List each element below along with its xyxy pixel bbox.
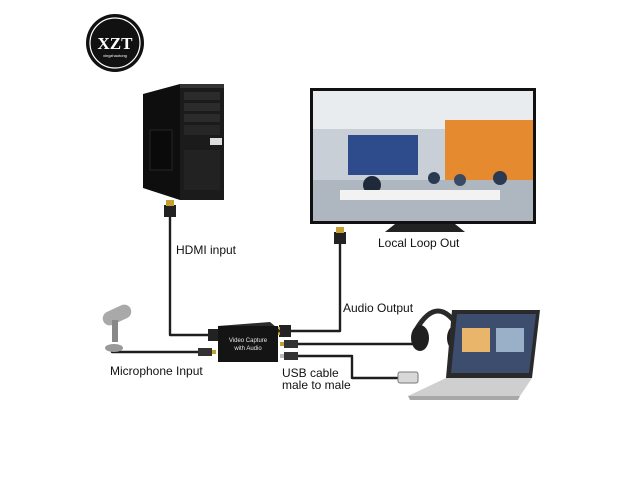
pc-tower: [143, 84, 224, 200]
local-loop-out-label: Local Loop Out: [378, 236, 460, 250]
capture-device: Video Capture with Audio: [218, 322, 282, 362]
usb-cable-label-line1: USB cable: [282, 366, 339, 380]
logo-subtitle: xingzhaotong: [103, 53, 127, 58]
microphone-input-label: Microphone Input: [110, 364, 203, 378]
brand-logo: XZT xingzhaotong: [84, 12, 146, 74]
laptop: [408, 310, 540, 400]
connectors: [164, 200, 419, 384]
usb-cable-label-line2: male to male: [282, 378, 351, 392]
logo-text: XZT: [98, 34, 134, 53]
cables: [110, 213, 417, 380]
microphone: [102, 304, 132, 352]
audio-output-label: Audio Output: [343, 301, 414, 315]
device-label-line1: Video Capture: [229, 338, 268, 344]
television: [310, 88, 536, 232]
logo-badge: [86, 14, 144, 72]
hdmi-loop-cable: [288, 238, 342, 333]
hdmi-input-cable: [168, 213, 214, 337]
usb-cable: [294, 354, 402, 380]
device-label-line2: with Audio: [233, 346, 262, 352]
hdmi-input-label: HDMI input: [176, 243, 237, 257]
